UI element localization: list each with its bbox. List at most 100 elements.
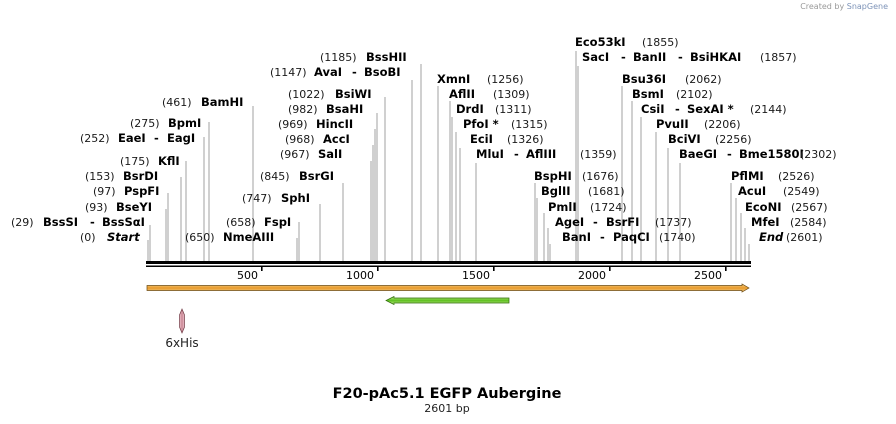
site-position: (1857) <box>760 51 797 64</box>
site-mlui[interactable]: MluI - AflIII (1359) <box>476 147 617 161</box>
site-ecii[interactable]: EciI (1326) <box>470 132 544 146</box>
site-saci[interactable]: SacI - BanII - BsiHKAI (1857) <box>582 50 797 64</box>
feature-orange-arrow[interactable] <box>146 283 750 293</box>
site-mfei[interactable]: MfeI (2584) <box>751 215 827 229</box>
site-name: Bsu36I <box>622 72 666 86</box>
site-name: BaeGI <box>679 147 717 161</box>
site-position: (969) <box>278 118 308 131</box>
snapgene-brand: SnapGene <box>846 2 888 11</box>
site-position: (2102) <box>676 88 713 101</box>
site-position: (275) <box>130 117 160 130</box>
site-xmni[interactable]: XmnI (1256) <box>437 72 524 86</box>
tick-mark <box>261 266 263 271</box>
tick-label: 1000 <box>346 269 374 282</box>
credit-prefix: Created by <box>800 2 845 11</box>
site-name: HincII <box>316 117 353 131</box>
site-acui[interactable]: AcuI (2549) <box>738 184 820 198</box>
site-name: End <box>759 230 784 244</box>
site-pvuii[interactable]: PvuII (2206) <box>656 117 741 131</box>
site-position: (1737) <box>655 216 692 229</box>
site-name: BspHI <box>534 169 572 183</box>
tick-mark <box>725 266 727 271</box>
site-bsrdi[interactable]: (153) BsrDI <box>85 169 158 183</box>
site-bsshii[interactable]: (1185) BssHII <box>320 50 407 64</box>
site-position: (93) <box>85 201 108 214</box>
site-kfli[interactable]: (175) KflI <box>120 154 180 168</box>
site-bamhi[interactable]: (461) BamHI <box>162 95 243 109</box>
site-position: (1676) <box>582 170 619 183</box>
site-name: AccI <box>323 132 350 146</box>
site-position: (1681) <box>588 185 625 198</box>
site-bcivi[interactable]: BciVI (2256) <box>668 132 752 146</box>
site-position: (2144) <box>750 103 787 116</box>
site-end[interactable]: End (2601) <box>759 230 823 244</box>
site-pspfi[interactable]: (97) PspFI <box>93 184 159 198</box>
site-bseyi[interactable]: (93) BseYI <box>85 200 152 214</box>
site-bsssi[interactable]: (29) BssSI - BssSαI <box>11 215 145 229</box>
site-hincii[interactable]: (969) HincII <box>278 117 353 131</box>
site-bsrgi[interactable]: (845) BsrGI <box>260 169 334 183</box>
site-name: DrdI <box>456 102 484 116</box>
site-fspi[interactable]: (658) FspI <box>226 215 291 229</box>
site-name: BsmI <box>632 87 664 101</box>
site-name-2: BsoBI <box>364 65 401 79</box>
site-avai[interactable]: (1147) AvaI - BsoBI <box>270 65 401 79</box>
site-name: Eco53kI <box>575 35 626 49</box>
site-start[interactable]: (0) Start <box>80 230 140 244</box>
site-bsahi[interactable]: (982) BsaHI <box>288 102 363 116</box>
site-eaei[interactable]: (252) EaeI - EagI <box>80 131 195 145</box>
feature-egfp-green-arrow[interactable] <box>385 295 510 306</box>
site-name-2: BanII <box>633 50 666 64</box>
feature-6xhis[interactable]: 6xHis <box>165 308 199 350</box>
site-sphi[interactable]: (747) SphI <box>242 191 310 205</box>
site-bglii[interactable]: BglII (1681) <box>541 184 625 198</box>
site-bpmi[interactable]: (275) BpmI <box>130 116 201 130</box>
site-position: (968) <box>285 133 315 146</box>
site-name: BciVI <box>668 132 701 146</box>
site-acci[interactable]: (968) AccI <box>285 132 350 146</box>
site-position: (2062) <box>685 73 722 86</box>
site-position: (461) <box>162 96 192 109</box>
site-name: KflI <box>158 154 180 168</box>
site-pflmi[interactable]: PflMI (2526) <box>731 169 815 183</box>
site-bsiwi[interactable]: (1022) BsiWI <box>288 87 372 101</box>
site-position: (2526) <box>778 170 815 183</box>
site-pmli[interactable]: PmlI (1724) <box>548 200 627 214</box>
site-position: (252) <box>80 132 110 145</box>
site-eco53ki[interactable]: Eco53kI (1855) <box>575 35 679 49</box>
site-baegi[interactable]: BaeGI - Bme1580I (2302) <box>679 147 837 161</box>
site-position: (29) <box>11 216 34 229</box>
site-csii[interactable]: CsiI - SexAI * (2144) <box>641 102 787 116</box>
site-separator: - <box>621 50 626 64</box>
site-position: (658) <box>226 216 256 229</box>
site-position: (1315) <box>511 118 548 131</box>
site-position: (2206) <box>704 118 741 131</box>
site-name: PfoI * <box>463 117 499 131</box>
site-position: (982) <box>288 103 318 116</box>
site-name: FspI <box>264 215 291 229</box>
site-econi[interactable]: EcoNI (2567) <box>745 200 828 214</box>
site-sali[interactable]: (967) SalI <box>280 147 342 161</box>
site-bsu36i[interactable]: Bsu36I (2062) <box>622 72 722 86</box>
site-name: BssSI <box>43 215 78 229</box>
scale-ruler: 500 1000 1500 2000 2500 <box>237 266 727 282</box>
site-name-2: BsrFI <box>606 215 639 229</box>
site-drdi[interactable]: DrdI (1311) <box>456 102 532 116</box>
tick-mark <box>609 266 611 271</box>
site-aflii[interactable]: AflII (1309) <box>449 87 530 101</box>
site-agei[interactable]: AgeI - BsrFI (1737) <box>555 215 692 229</box>
site-position: (2256) <box>715 133 752 146</box>
site-position: (747) <box>242 192 272 205</box>
site-separator: - <box>90 215 95 229</box>
site-bsphi[interactable]: BspHI (1676) <box>534 169 619 183</box>
site-position: (1724) <box>590 201 627 214</box>
tick-label: 2500 <box>694 269 722 282</box>
site-position: (1309) <box>493 88 530 101</box>
site-name-2: Bme1580I <box>739 147 804 161</box>
site-bani[interactable]: BanI - PaqCI (1740) <box>562 230 696 244</box>
site-name: BsiWI <box>335 87 372 101</box>
site-nmeaiii[interactable]: (650) NmeAIII <box>185 230 274 244</box>
site-pfoi[interactable]: PfoI * (1315) <box>463 117 548 131</box>
site-position: (2601) <box>786 231 823 244</box>
site-bsmi[interactable]: BsmI (2102) <box>632 87 713 101</box>
